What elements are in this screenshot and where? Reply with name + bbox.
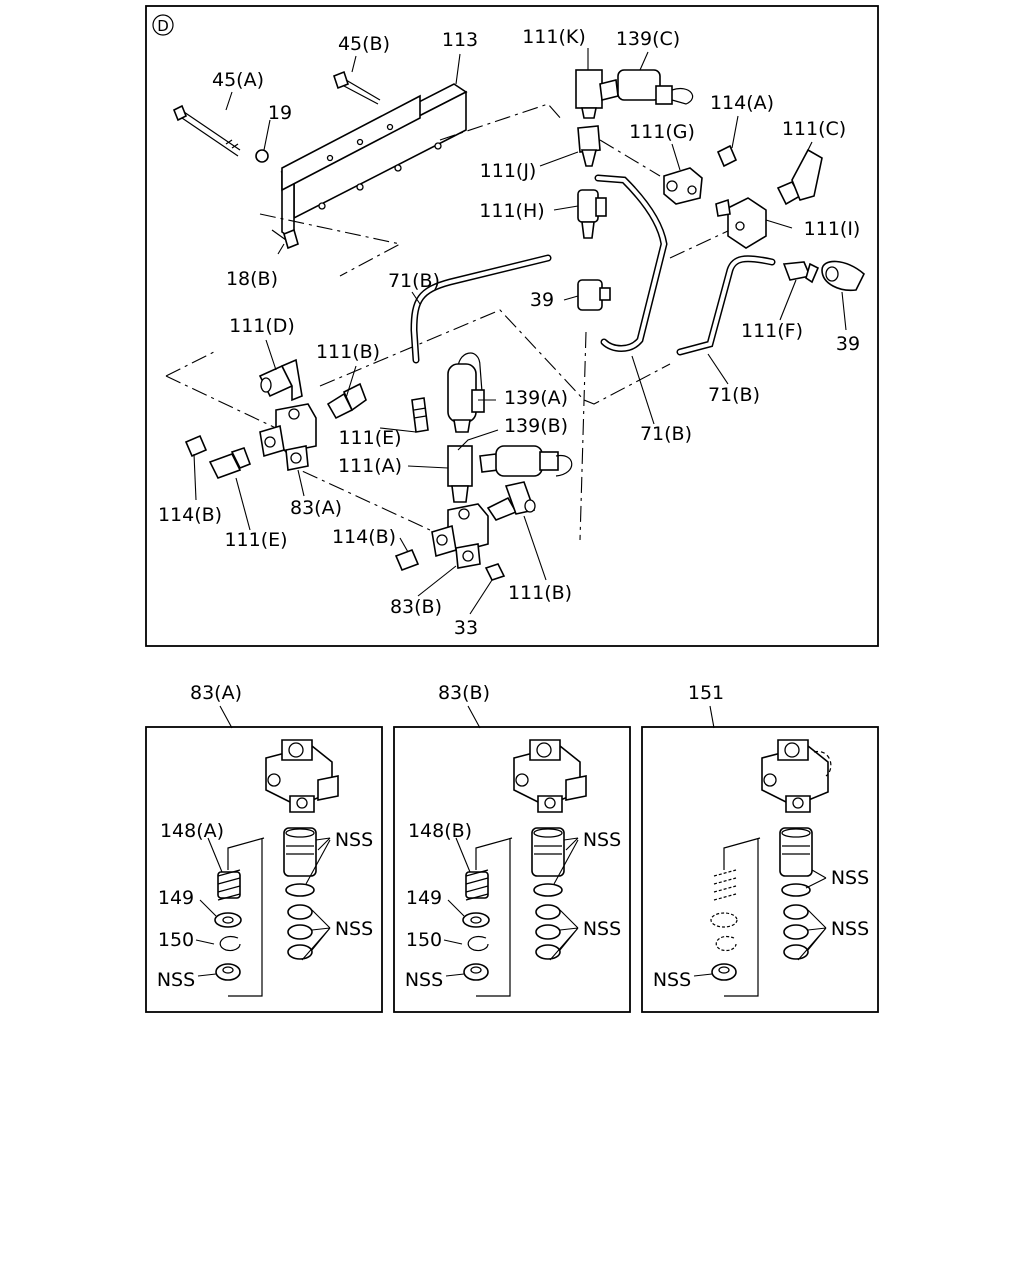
fitting-111j [577, 125, 601, 167]
label-nss: NSS [157, 969, 195, 991]
label-nss: NSS [653, 969, 691, 991]
elbow-111d [258, 358, 303, 402]
tube-71b-right [676, 255, 776, 356]
switch-139b [479, 445, 573, 477]
detail-title: 83(A) [190, 682, 242, 704]
detail-title: 151 [688, 682, 724, 704]
label-111b-upper: 111(B) [316, 341, 380, 363]
banjo-39-right [821, 260, 865, 292]
label-71b-right: 71(B) [708, 384, 760, 406]
bolt-45b [333, 70, 381, 105]
bracket-113 [280, 83, 468, 242]
phantom-line [319, 309, 671, 405]
tube-71b-middle [594, 174, 668, 352]
label-111d: 111(D) [229, 315, 295, 337]
label-39-right: 39 [836, 333, 860, 355]
main-diagram-frame [145, 5, 879, 647]
label-150: 150 [158, 929, 194, 951]
label-111b-lower: 111(B) [508, 582, 572, 604]
label-111h: 111(H) [479, 200, 544, 222]
label-83a: 83(A) [290, 497, 342, 519]
label-139c: 139(C) [616, 28, 680, 50]
fitting-111k [575, 69, 603, 119]
valve-83a [259, 403, 317, 471]
label-nss: NSS [335, 829, 373, 851]
tee-111h [577, 189, 607, 239]
view-marker-circle [152, 14, 174, 36]
bolt-45a [172, 104, 241, 157]
phantom-line [599, 139, 661, 177]
fitting-111e-upper [411, 397, 429, 433]
label-39-middle: 39 [530, 289, 554, 311]
valve-83b [431, 503, 489, 569]
label-71b-middle: 71(B) [640, 423, 692, 445]
label-114b-left: 114(B) [158, 504, 222, 526]
label-nss: NSS [335, 918, 373, 940]
tube-71b-left [410, 254, 552, 364]
label-139b: 139(B) [504, 415, 568, 437]
plug-114a [716, 144, 738, 168]
label-33: 33 [454, 617, 478, 639]
label-111g: 111(G) [629, 121, 695, 143]
label-114b-lower: 114(B) [332, 526, 396, 548]
detail-panel-151: 151 NSS NSS NSS [641, 682, 879, 1013]
label-148b: 148(B) [408, 820, 472, 842]
label-nss: NSS [405, 969, 443, 991]
block-111i [715, 197, 767, 249]
label-150: 150 [406, 929, 442, 951]
view-marker: D [157, 17, 169, 35]
tee-111g [663, 167, 703, 205]
label-nss: NSS [583, 829, 621, 851]
label-111e-lower: 111(E) [224, 529, 287, 551]
leader-lines [193, 48, 847, 615]
phantom-line [669, 229, 731, 259]
label-148a: 148(A) [160, 820, 224, 842]
label-71b-top: 71(B) [388, 270, 440, 292]
nut-19 [255, 149, 269, 163]
label-111a: 111(A) [338, 455, 402, 477]
elbow-111b-lower [486, 481, 536, 521]
fitting-111e-lower [208, 446, 252, 479]
phantom-line [165, 351, 215, 377]
label-111e-upper: 111(E) [338, 427, 401, 449]
label-111i: 111(I) [804, 218, 861, 240]
label-113: 113 [442, 29, 478, 51]
label-111k: 111(K) [522, 26, 586, 48]
detail-panel-83b: 83(B) 148(B) 149 150 NSS NSS [393, 682, 631, 1013]
label-45b: 45(B) [338, 33, 390, 55]
label-18b: 18(B) [226, 268, 278, 290]
phantom-line [579, 331, 587, 541]
label-45a: 45(A) [212, 69, 264, 91]
banjo-39 [577, 279, 611, 311]
fitting-111f [782, 261, 820, 284]
switch-139c [599, 69, 694, 105]
detail-panel-83a: 83(A) 148(A) 149 [145, 682, 383, 1013]
label-nss: NSS [583, 918, 621, 940]
nut-33 [484, 563, 506, 581]
label-nss: NSS [831, 867, 869, 889]
label-149: 149 [158, 887, 194, 909]
bolt-18b [271, 228, 299, 250]
union-111a [447, 445, 473, 503]
label-139a: 139(A) [504, 387, 568, 409]
label-nss: NSS [831, 918, 869, 940]
label-114a: 114(A) [710, 92, 774, 114]
fitting-111b-upper [326, 382, 367, 420]
plug-114b-left [184, 434, 208, 458]
label-111j: 111(J) [480, 160, 537, 182]
switch-139a [447, 352, 485, 433]
label-111f: 111(F) [741, 320, 803, 342]
label-19: 19 [268, 102, 292, 124]
phantom-line [439, 103, 563, 141]
plug-114b-lower [394, 548, 420, 572]
label-83b: 83(B) [390, 596, 442, 618]
detail-title: 83(B) [438, 682, 490, 704]
phantom-line [259, 213, 402, 277]
elbow-111c [776, 148, 823, 206]
label-111c: 111(C) [782, 118, 846, 140]
label-149: 149 [406, 887, 442, 909]
